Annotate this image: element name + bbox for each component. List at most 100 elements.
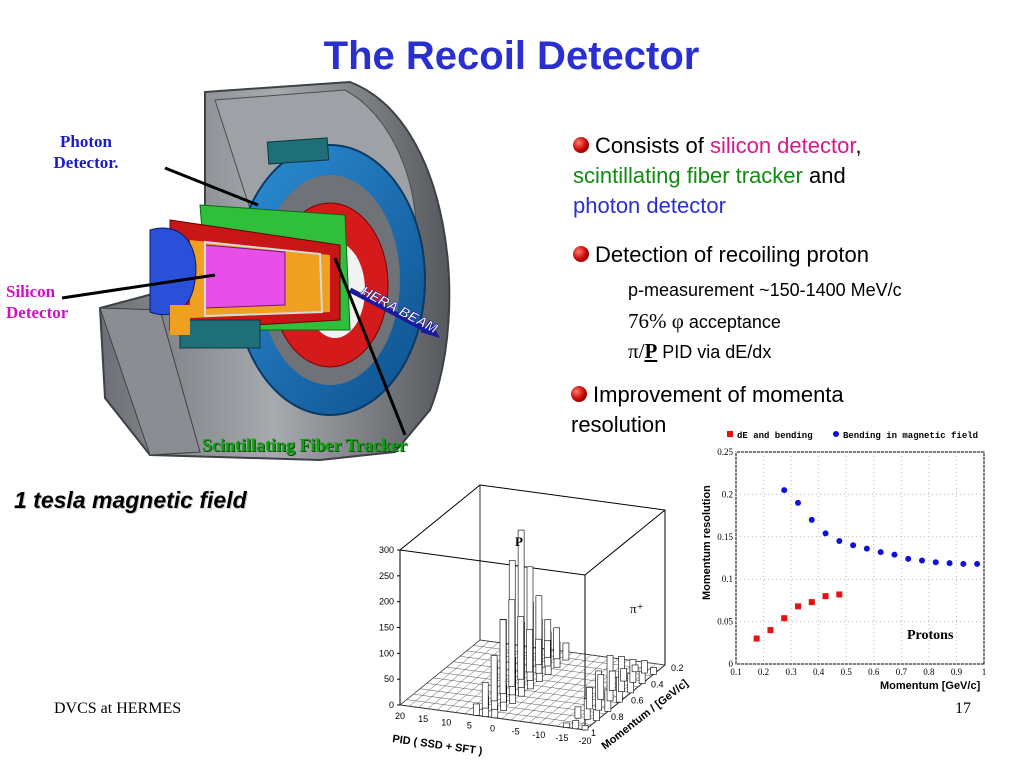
histogram-bar (608, 670, 616, 691)
magenta-silicon (204, 244, 286, 309)
data-point-de (753, 635, 760, 642)
peak-label-p: P (515, 534, 523, 549)
sub-pid: π/P PID via dE/dx (628, 336, 1018, 367)
b1-silicon: silicon detector (709, 133, 856, 158)
photon-label-line2: Detector. (53, 153, 119, 172)
legend-bend-marker (833, 431, 839, 437)
y-tick-label: 0.1 (722, 574, 733, 584)
data-point-bending (822, 530, 829, 537)
legend-bend-label: Bending in magnetic field (843, 431, 978, 441)
pid-p: P (644, 339, 658, 363)
b1-photon: photon detector (573, 193, 726, 218)
histogram-bar (641, 660, 648, 674)
slide-title: The Recoil Detector (323, 34, 700, 78)
b3-line2: resolution (571, 412, 667, 437)
z-tick-label: 300 (379, 545, 394, 555)
x-tick-label: 1 (982, 667, 987, 677)
silicon-label-line1: Silicon (6, 282, 56, 301)
bullet-detection: Detection of recoiling proton (573, 240, 1013, 270)
y-tick-label: 0.15 (717, 532, 733, 542)
beam-arrow-line (348, 287, 432, 335)
z-tick-label: 50 (384, 674, 394, 684)
z-tick-label: 250 (379, 571, 394, 581)
bullet-consists: Consists of silicon detector, scintillat… (573, 131, 1013, 221)
data-point-de (808, 599, 815, 606)
histogram-bar (473, 703, 480, 716)
b1-prefix: Consists of (595, 133, 710, 158)
z-tick-label: 100 (379, 648, 394, 658)
momentum-tick-label: 0.6 (631, 696, 644, 706)
b2-text: Detection of recoiling proton (595, 242, 869, 267)
histogram-bar (574, 706, 582, 719)
b1-and: and (802, 163, 846, 188)
detector-illustration: HERA BEAM (61, 80, 451, 462)
momentum-tick-label: 1 (591, 728, 596, 738)
footer-text: DVCS at HERMES (54, 700, 182, 717)
bullet-ball-icon (573, 137, 589, 154)
x-tick-label: 0.7 (896, 667, 908, 677)
x-tick-label: 0.5 (841, 667, 853, 677)
histogram-bar (593, 709, 600, 722)
histogram-bar (526, 629, 533, 673)
silicon-callout-line (61, 273, 216, 300)
floor-gridline (406, 699, 592, 725)
x-tick-label: 0.1 (730, 667, 741, 677)
plot-frame (735, 451, 985, 665)
data-point-de (781, 615, 788, 622)
x-tick-label: 0.3 (785, 667, 797, 677)
grey-frame (204, 240, 324, 318)
histogram-bar (517, 529, 525, 688)
fitting-top (266, 137, 330, 165)
histogram-bar (499, 619, 507, 694)
data-point-bending (960, 560, 967, 567)
histogram-bar (586, 687, 593, 710)
pid-tick-label: -15 (555, 733, 568, 743)
legend-de-marker (727, 431, 733, 437)
histogram-bar (631, 664, 639, 673)
bullet-ball-icon (571, 386, 587, 403)
protons-annotation: Protons (907, 628, 954, 643)
histogram-bar (562, 642, 570, 661)
histogram-bar (650, 667, 657, 675)
fiber-callout-line (333, 257, 407, 436)
histogram-bar (481, 682, 489, 709)
bullet-resolution: Improvement of momenta resolution (571, 380, 1011, 440)
peak-label-pi: π⁺ (630, 601, 643, 616)
histogram-bar (526, 566, 534, 681)
histogram-bar (544, 640, 551, 658)
photon-detector-label: Photon Detector. (40, 131, 132, 173)
resolution-marks (753, 487, 981, 642)
magnet-caption: 1 tesla magnetic field (14, 487, 247, 513)
histogram-bar (581, 725, 589, 731)
pid-tick-label: -5 (512, 727, 520, 737)
histogram-bar (508, 599, 516, 687)
data-point-bending (836, 538, 843, 545)
momentum-tick-label: 0.2 (671, 663, 684, 673)
data-point-bending (905, 555, 912, 562)
pid-pi: π/ (628, 339, 645, 363)
histogram-bar (620, 668, 627, 682)
x-tick-label: 0.9 (951, 667, 963, 677)
b1-comma: , (855, 133, 862, 158)
fiber-tracker-label: Scintillating Fiber Tracker (202, 435, 407, 455)
b3-line1: Improvement of momenta (593, 382, 844, 407)
blue-target (149, 227, 197, 316)
photon-label-line1: Photon (60, 132, 112, 151)
data-point-bending (808, 516, 815, 523)
silicon-detector-label: Silicon Detector (6, 281, 98, 323)
x-tick-label: 0.8 (923, 667, 935, 677)
legend-de-label: dE and bending (737, 431, 813, 441)
res-ylabel: Momentum resolution (701, 485, 713, 600)
fitting-bottom (179, 319, 261, 349)
b1-scint: scintillating fiber tracker (573, 163, 803, 188)
pid-tick-label: -10 (532, 730, 545, 740)
data-point-bending (781, 487, 788, 494)
pid-tick-label: 20 (395, 711, 405, 721)
data-point-bending (919, 557, 925, 564)
x-tick-label: 0.2 (758, 667, 769, 677)
histogram-bar (563, 722, 570, 728)
pid-text: PID via dE/dx (657, 342, 772, 362)
momentum-tick-label: 0.8 (611, 712, 624, 722)
